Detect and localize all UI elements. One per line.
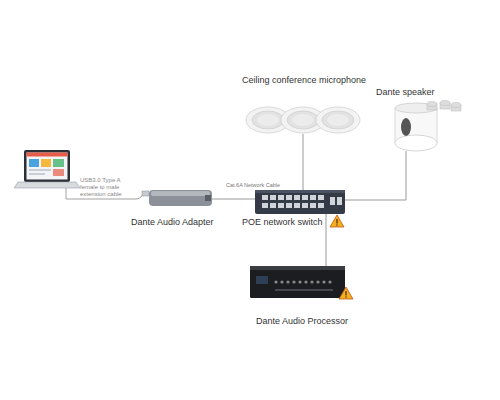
device-node: Dante Audio Processor <box>250 266 345 298</box>
laptop-illustration <box>14 150 80 188</box>
network-cable <box>303 134 304 190</box>
cable-note: USB3.0 Type A female to male extension c… <box>80 177 132 198</box>
audio-adapter-illustration <box>142 190 212 206</box>
device-label: Ceiling conference microphone <box>242 75 366 86</box>
network-cable <box>212 199 255 200</box>
device-label: Dante Audio Adapter <box>131 217 214 228</box>
connector-layer <box>212 134 406 266</box>
audio-processor-illustration <box>250 266 345 298</box>
device-node: Dante speaker <box>394 97 462 151</box>
network-cable <box>326 214 327 266</box>
speaker-illustration <box>395 101 461 152</box>
device-node: POE network switch <box>255 190 345 214</box>
device-node: Dante Audio Adapter <box>142 190 212 207</box>
network-switch-illustration <box>255 190 345 214</box>
network-cable <box>345 151 406 200</box>
device-label: Dante speaker <box>376 87 435 98</box>
warning-triangle <box>339 287 353 299</box>
device-label: Dante Audio Processor <box>256 316 348 327</box>
device-node: Ceiling conference microphone <box>246 106 360 134</box>
warning-triangle <box>330 215 344 227</box>
ceiling-microphone-illustration <box>246 107 360 133</box>
cable-label: Cat.6A Network Cable <box>226 182 280 189</box>
device-label: POE network switch <box>242 217 323 228</box>
